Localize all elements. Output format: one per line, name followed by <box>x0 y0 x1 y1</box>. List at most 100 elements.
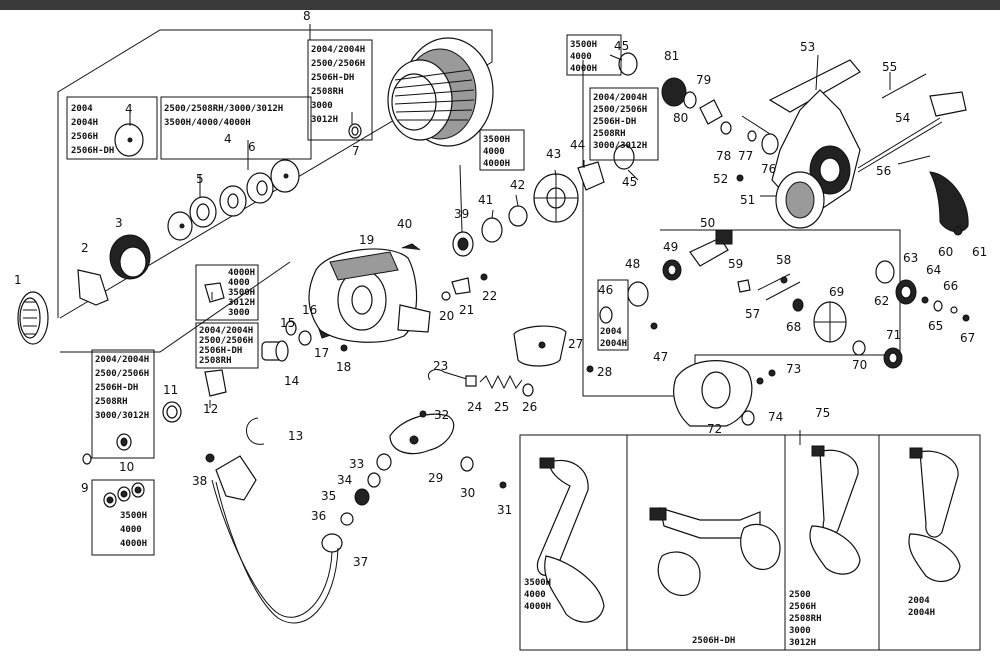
label-part-28: 28 <box>597 365 612 379</box>
label-part-39: 39 <box>454 207 469 221</box>
part-37-38-bail-wire <box>205 453 343 624</box>
part-5-clip <box>189 196 217 228</box>
label-part-19: 19 <box>359 233 374 247</box>
part-62-67 <box>875 260 970 322</box>
model-spool-small-2: 2506H <box>71 132 98 142</box>
label-part-53: 53 <box>800 40 815 54</box>
model-handle-b-0: 2506H-DH <box>692 636 735 646</box>
box-spool-large <box>160 96 312 160</box>
label-part-18: 18 <box>336 360 351 374</box>
part-12-rotor-nut <box>204 282 227 397</box>
label-part-8: 8 <box>303 9 311 23</box>
label-part-11: 11 <box>163 383 178 397</box>
label-part-7: 7 <box>352 144 360 158</box>
part-72-74-cover <box>673 360 776 427</box>
part-39-41-43 <box>401 173 579 257</box>
label-part-15: 15 <box>280 316 295 330</box>
label-part-32: 32 <box>434 408 449 422</box>
rotor-assembly-outline <box>60 261 291 353</box>
box-bearing10-alt <box>91 479 155 556</box>
model-part45-top-1: 4000 <box>570 52 592 62</box>
part-19-rotor <box>308 248 431 343</box>
model-washer7-4: 3000 <box>311 101 333 111</box>
part-33-36-roller <box>340 453 392 526</box>
model-bearing10-2: 2506H-DH <box>95 383 138 393</box>
model-bearing10-3: 2508RH <box>95 397 128 407</box>
part-23-26-bail-parts <box>428 369 534 397</box>
model-handle-a-1: 4000 <box>524 590 546 600</box>
housing-assembly-outline <box>582 60 901 397</box>
label-part-80: 80 <box>673 111 688 125</box>
part-49-50 <box>662 229 733 281</box>
label-part-79: 79 <box>696 73 711 87</box>
label-part-4b: 4 <box>224 132 232 146</box>
label-part-37: 37 <box>353 555 368 569</box>
label-part-60: 60 <box>938 245 953 259</box>
part-labels: 1 2 3 4 4 5 6 7 8 9 10 11 12 13 14 15 16… <box>14 9 987 569</box>
label-part-41: 41 <box>478 193 493 207</box>
model-washer7-1: 2500/2506H <box>311 59 365 69</box>
model-handle-c-4: 3012H <box>789 638 816 648</box>
label-part-72: 72 <box>707 422 722 436</box>
label-part-3: 3 <box>115 216 123 230</box>
model-part42-2: 4000H <box>483 159 510 169</box>
part-4-6-washers <box>167 159 300 241</box>
label-part-21: 21 <box>459 303 474 317</box>
label-part-12: 12 <box>203 402 218 416</box>
label-part-81: 81 <box>664 49 679 63</box>
part-10-bearing <box>103 433 145 508</box>
model-spool-large-0: 2500/2508RH/3000/3012H <box>164 104 283 114</box>
model-handle-d-0: 2004 <box>908 596 930 606</box>
label-part-22: 22 <box>482 289 497 303</box>
model-part45-3: 2508RH <box>593 129 626 139</box>
label-part-33: 33 <box>349 457 364 471</box>
part-3-knob <box>109 234 151 280</box>
label-part-66: 66 <box>943 279 958 293</box>
label-part-64: 64 <box>926 263 941 277</box>
part-28-screw <box>586 365 594 373</box>
label-part-51: 51 <box>740 193 755 207</box>
label-part-35: 35 <box>321 489 336 503</box>
label-part-38: 38 <box>192 474 207 488</box>
label-part-40: 40 <box>397 217 412 231</box>
label-part-65: 65 <box>928 319 943 333</box>
label-part-77: 77 <box>738 149 753 163</box>
part-54-55-56-rods <box>857 73 967 173</box>
label-part-55: 55 <box>882 60 897 74</box>
handle-a-3500h <box>536 457 605 623</box>
label-part-17: 17 <box>314 346 329 360</box>
label-part-24: 24 <box>467 400 482 414</box>
model-labels: 2004 2004H 2506H 2506H-DH 2500/2508RH/30… <box>71 40 935 648</box>
model-rotor12-0: 2004/2004H <box>199 326 253 336</box>
model-washer7-0: 2004/2004H <box>311 45 365 55</box>
label-part-76: 76 <box>761 162 776 176</box>
box-rotor12-top <box>195 264 259 321</box>
label-part-45b: 45 <box>622 175 637 189</box>
box-part45 <box>589 87 659 161</box>
box-part46 <box>597 279 629 351</box>
label-part-45a: 45 <box>614 39 629 53</box>
label-part-43: 43 <box>546 147 561 161</box>
model-handle-a-0: 3500H <box>524 578 551 588</box>
label-part-57: 57 <box>745 307 760 321</box>
label-part-26: 26 <box>522 400 537 414</box>
part-53-body <box>768 59 861 229</box>
handle-b-2506h-dh <box>649 507 781 596</box>
model-rotor12-top-0: 4000H <box>228 268 255 278</box>
model-washer7-2: 2506H-DH <box>311 73 354 83</box>
model-bearing10-0: 2004/2004H <box>95 355 149 365</box>
part-11-washer <box>162 401 182 423</box>
label-part-10: 10 <box>119 460 134 474</box>
label-part-1: 1 <box>14 273 22 287</box>
label-part-20: 20 <box>439 309 454 323</box>
box-bearing10 <box>91 349 155 459</box>
label-part-5: 5 <box>196 172 204 186</box>
part-27-bail-arm <box>513 325 567 367</box>
label-part-25: 25 <box>494 400 509 414</box>
box-washer7 <box>307 39 373 141</box>
model-bearing10-alt-2: 4000H <box>120 539 147 549</box>
label-part-50: 50 <box>700 216 715 230</box>
label-part-67: 67 <box>960 331 975 345</box>
label-part-78: 78 <box>716 149 731 163</box>
